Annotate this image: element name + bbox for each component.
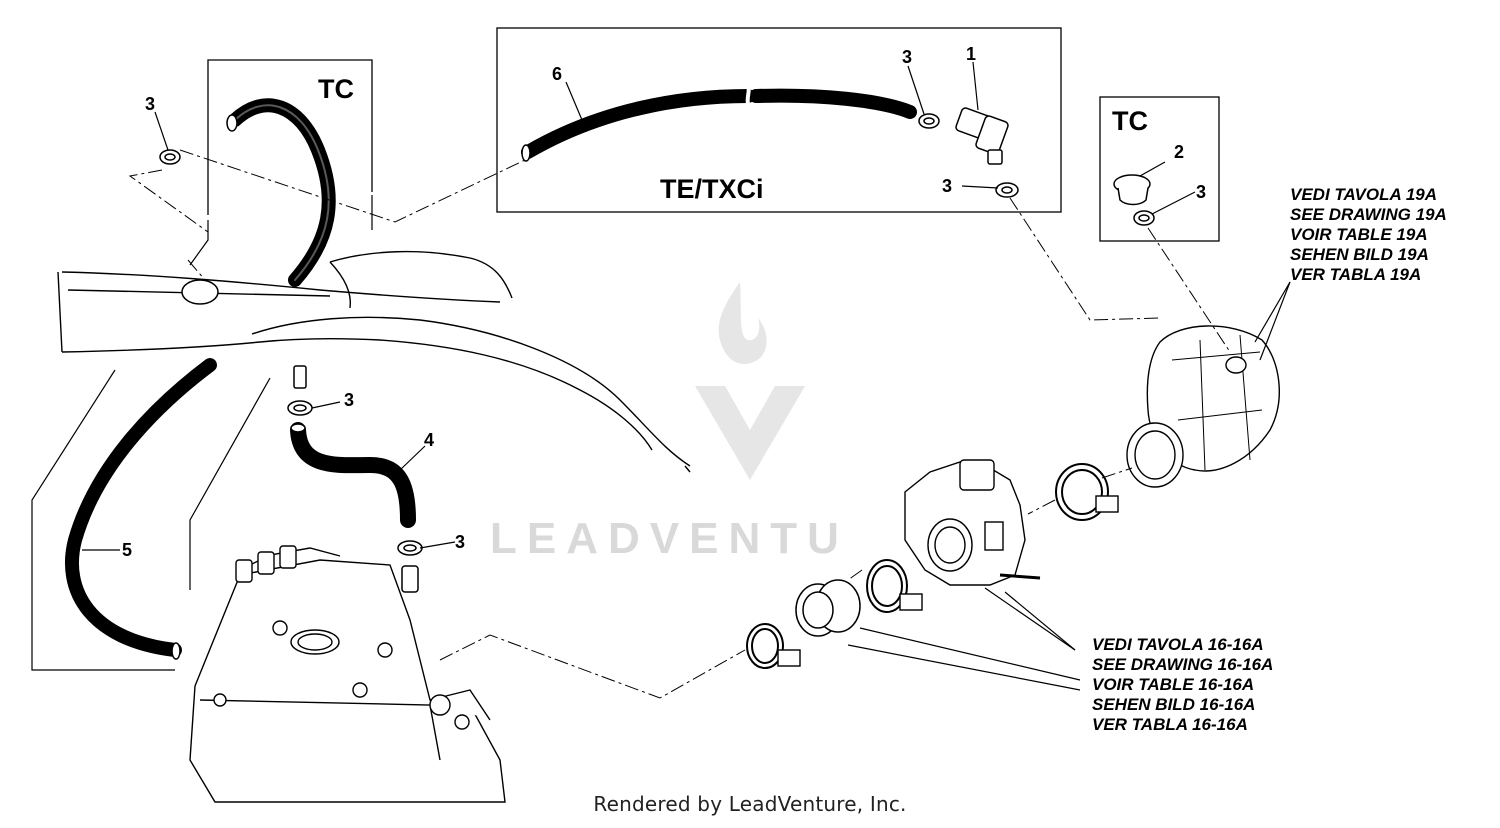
reference-16-16a: VEDI TAVOLA 16-16A SEE DRAWING 16-16A VO… bbox=[1092, 635, 1273, 734]
fitting-1-elbow-icon bbox=[955, 107, 1009, 165]
box-right-tc-label: TC bbox=[1112, 106, 1148, 136]
hose-4 bbox=[290, 422, 416, 528]
outline-lines bbox=[31, 195, 373, 671]
reference-19a-line-3: VOIR TABLE 19A bbox=[1290, 225, 1428, 244]
dashed-leaders bbox=[128, 149, 1231, 699]
box-center-variant: TE/TXCi bbox=[496, 27, 1062, 213]
airbox-icon bbox=[1126, 325, 1280, 488]
box-left-tc: TC bbox=[207, 59, 373, 215]
nipple-fittings bbox=[181, 279, 419, 593]
intake-clamps bbox=[746, 463, 1119, 669]
callout-2: 2 bbox=[1174, 142, 1184, 162]
reference-16-16a-line-5: VER TABLA 16-16A bbox=[1092, 715, 1248, 734]
box-right-tc: TC bbox=[1099, 96, 1220, 242]
reference-19a-line-4: SEHEN BILD 19A bbox=[1290, 245, 1429, 264]
box-center-variant-label: TE/TXCi bbox=[660, 174, 764, 204]
callout-3-middle: 3 bbox=[344, 390, 354, 410]
callout-3-center-bottom: 3 bbox=[942, 176, 952, 196]
hose-6 bbox=[521, 82, 917, 162]
callout-3-top-left: 3 bbox=[145, 94, 155, 114]
box-left-tc-label: TC bbox=[318, 74, 354, 104]
watermark-text: LEADVENTU bbox=[490, 514, 849, 563]
reference-16-16a-line-4: SEHEN BILD 16-16A bbox=[1092, 695, 1255, 714]
footer-credit: Rendered by LeadVenture, Inc. bbox=[593, 792, 907, 816]
throttle-body-icon bbox=[904, 459, 1041, 586]
cap-2-icon bbox=[1113, 174, 1151, 206]
callout-3-lower: 3 bbox=[455, 532, 465, 552]
reference-19a: VEDI TAVOLA 19A SEE DRAWING 19A VOIR TAB… bbox=[1290, 185, 1447, 284]
reference-19a-line-1: VEDI TAVOLA 19A bbox=[1290, 185, 1437, 204]
reference-16-16a-line-2: SEE DRAWING 16-16A bbox=[1092, 655, 1273, 674]
reference-19a-line-5: VER TABLA 19A bbox=[1290, 265, 1421, 284]
reference-16-16a-line-1: VEDI TAVOLA 16-16A bbox=[1092, 635, 1264, 654]
callout-1: 1 bbox=[966, 44, 976, 64]
watermark: LEADVENTU bbox=[490, 282, 849, 563]
hose-5 bbox=[64, 98, 336, 660]
callout-3-right: 3 bbox=[1196, 182, 1206, 202]
frame-tube bbox=[57, 250, 691, 473]
callout-6: 6 bbox=[552, 64, 562, 84]
watermark-flame-icon bbox=[695, 282, 805, 480]
callout-leaders bbox=[82, 61, 1291, 691]
callout-4: 4 bbox=[424, 430, 434, 450]
callout-5: 5 bbox=[122, 540, 132, 560]
callout-3-center-top: 3 bbox=[902, 47, 912, 67]
cylinder-head-icon bbox=[189, 545, 506, 803]
reference-16-16a-line-3: VOIR TABLE 16-16A bbox=[1092, 675, 1254, 694]
intake-coupling-icon bbox=[795, 579, 861, 637]
reference-19a-line-2: SEE DRAWING 19A bbox=[1290, 205, 1447, 224]
callout-numbers: 3 6 3 1 3 2 3 3 4 3 5 bbox=[122, 44, 1206, 560]
